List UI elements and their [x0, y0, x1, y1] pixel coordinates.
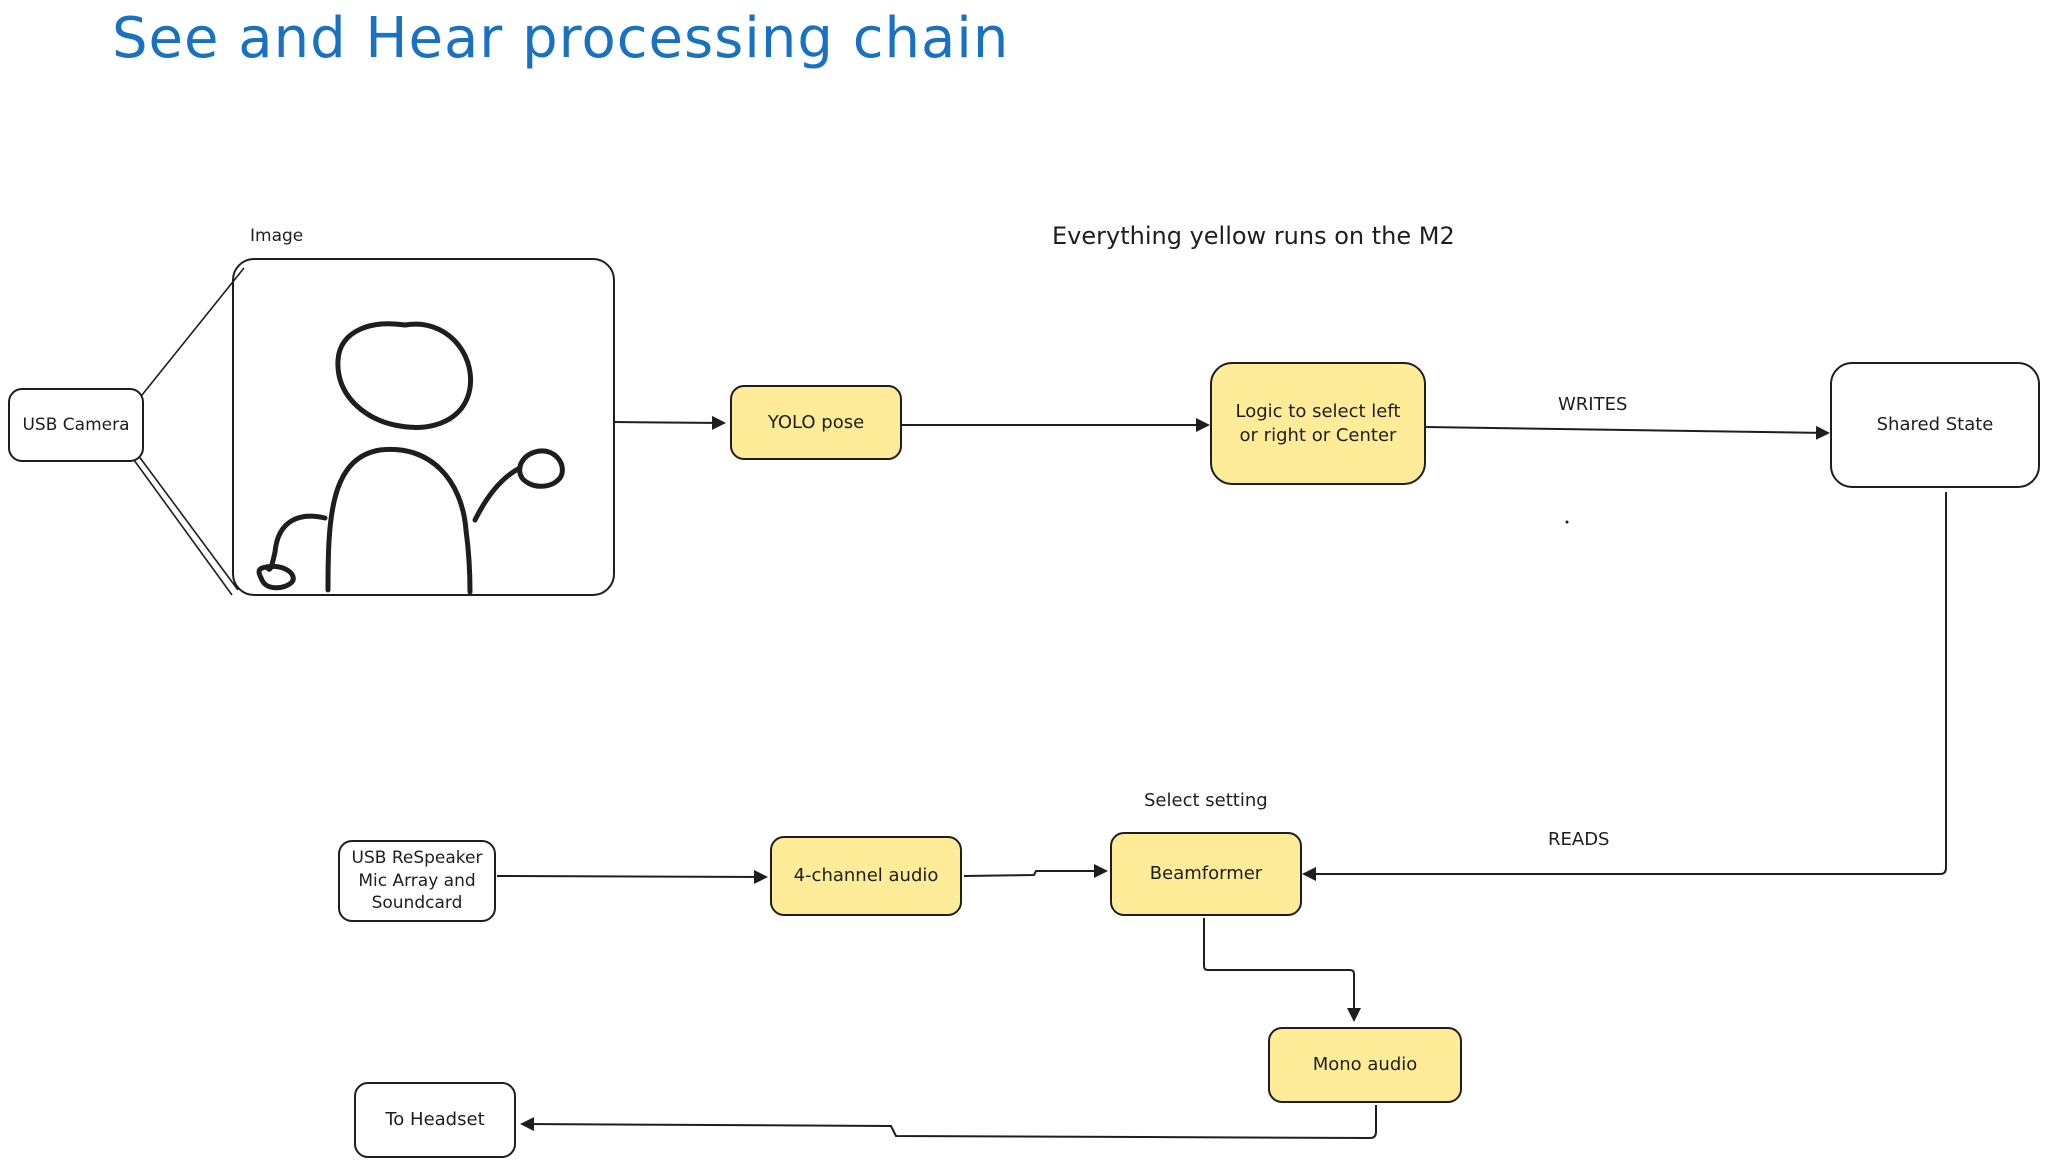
- edge-respeaker-to-4ch: [496, 869, 768, 884]
- yolo-pose-label: YOLO pose: [767, 411, 865, 433]
- mono-audio-label: Mono audio: [1312, 1054, 1418, 1076]
- edge-beamformer-to-mono: [1203, 918, 1361, 1022]
- usb-camera-label: USB Camera: [22, 414, 130, 435]
- to-headset-label: To Headset: [385, 1109, 485, 1131]
- respeaker-node[interactable]: USB ReSpeaker Mic Array and Soundcard: [338, 840, 496, 922]
- image-frame: [232, 258, 615, 596]
- edge-4ch-to-beamformer: [963, 864, 1108, 878]
- edge-image-to-yolo: [613, 415, 726, 430]
- edge-mono-to-headset: [520, 1105, 1377, 1140]
- select-setting-label: Select setting: [1144, 790, 1268, 811]
- stray-dot: [1565, 520, 1569, 524]
- beamformer-node[interactable]: Beamformer: [1110, 832, 1302, 916]
- edge-logic-to-shared-state: [1425, 425, 1830, 440]
- shared-state-node[interactable]: Shared State: [1830, 362, 2040, 488]
- image-label: Image: [250, 226, 304, 246]
- reads-label: READS: [1548, 829, 1610, 850]
- mono-audio-node[interactable]: Mono audio: [1268, 1027, 1462, 1103]
- edge-shared-state-to-beamformer: [1302, 492, 1947, 881]
- page-title: See and Hear processing chain: [112, 6, 1010, 71]
- four-channel-audio-label: 4-channel audio: [793, 865, 939, 887]
- respeaker-label-line2: Mic Array and: [358, 870, 476, 891]
- camera-view-lines: [133, 267, 245, 596]
- logic-label-line2: or right or Center: [1239, 424, 1397, 446]
- yolo-pose-node[interactable]: YOLO pose: [730, 385, 902, 460]
- to-headset-node[interactable]: To Headset: [354, 1082, 516, 1158]
- usb-camera-node[interactable]: USB Camera: [8, 388, 144, 462]
- logic-select-node[interactable]: Logic to select left or right or Center: [1210, 362, 1426, 485]
- beamformer-label: Beamformer: [1149, 863, 1263, 885]
- logic-label-line1: Logic to select left: [1235, 401, 1401, 423]
- diagram-edges: [496, 415, 1947, 1140]
- respeaker-label-line1: USB ReSpeaker: [351, 847, 483, 868]
- respeaker-label-line3: Soundcard: [371, 893, 463, 914]
- shared-state-label: Shared State: [1876, 414, 1994, 436]
- yellow-runs-note: Everything yellow runs on the M2: [1052, 222, 1455, 250]
- four-channel-audio-node[interactable]: 4-channel audio: [770, 836, 962, 916]
- stick-figure-icon: [256, 321, 565, 595]
- writes-label: WRITES: [1558, 394, 1628, 415]
